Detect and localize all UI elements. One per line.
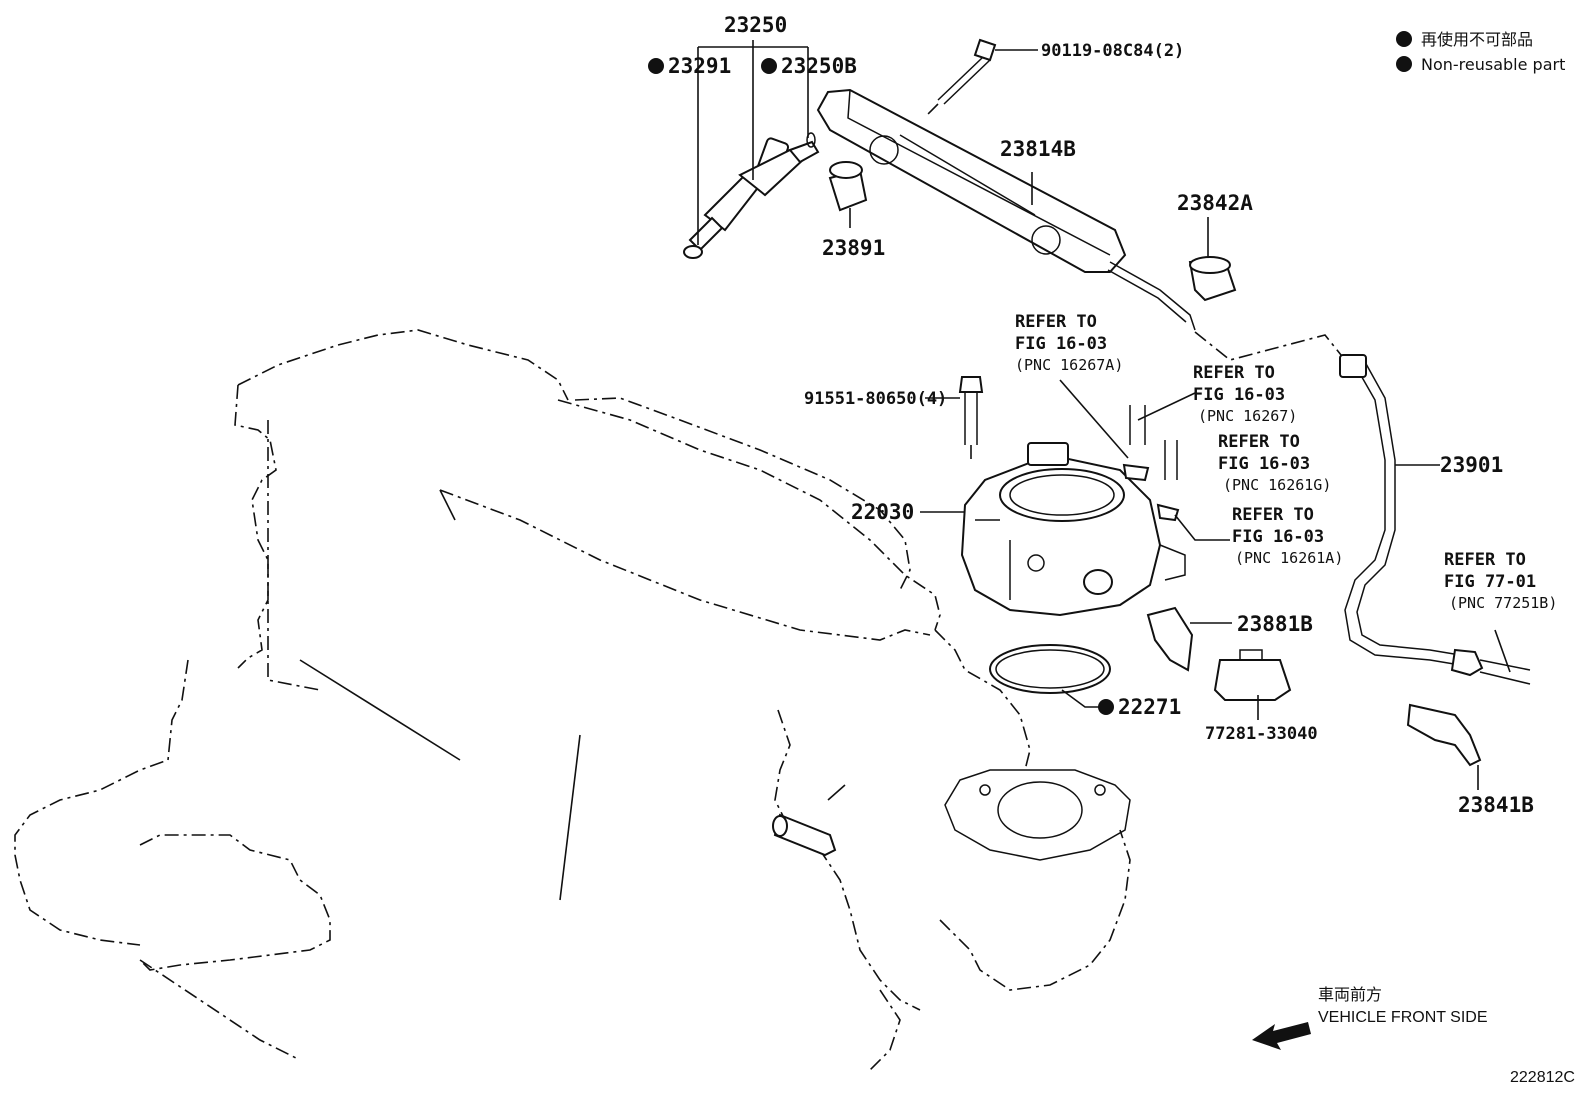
clip-drawing: [1406, 703, 1482, 767]
pipe-stub: [772, 784, 846, 857]
refer-line3: (PNC 77251B): [1449, 594, 1557, 612]
part-23291-label: 23291: [668, 54, 731, 78]
part-77281-label: 77281-33040: [1205, 724, 1318, 744]
non-reusable-bullet-icon: [1098, 699, 1114, 715]
refer-line2: FIG 77-01: [1444, 572, 1536, 592]
refer-line3: (PNC 16267A): [1015, 356, 1123, 374]
part-23891-label: 23891: [822, 236, 885, 260]
non-reusable-bullet-icon: [1396, 56, 1412, 72]
gasket-drawing: [989, 644, 1111, 694]
clamp-drawing: [1213, 649, 1292, 701]
cushion-drawing: [1188, 256, 1237, 302]
refer-line2: FIG 16-03: [1232, 527, 1324, 547]
fuel-delivery-pipe-drawing: [816, 88, 1196, 331]
bolt-drawing: [927, 38, 997, 115]
part-23842a-label: 23842A: [1177, 191, 1253, 215]
manifold-flange: [944, 769, 1131, 861]
refer-line1: REFER TO: [1193, 363, 1275, 383]
part-23901-label: 23901: [1440, 453, 1503, 477]
refer-line1: REFER TO: [1015, 312, 1097, 332]
connection-line: [1194, 331, 1346, 361]
part-23250-label: 23250: [724, 13, 787, 37]
arrow-left-icon: [1252, 1022, 1311, 1050]
refer-line1: REFER TO: [1444, 550, 1526, 570]
refer-line2: FIG 16-03: [1193, 385, 1285, 405]
part-23841b-label: 23841B: [1458, 793, 1534, 817]
refer-line3: (PNC 16261A): [1235, 549, 1343, 567]
non-reusable-bullet-icon: [761, 58, 777, 74]
fuel-hose-drawing: [1339, 354, 1531, 685]
refer-line3: (PNC 16261G): [1223, 476, 1331, 494]
throttle-bolt-drawing: [958, 376, 984, 460]
bracket-drawing: [1146, 606, 1194, 672]
refer-callout-16261a: REFER TO FIG 16-03 (PNC 16261A): [1232, 505, 1343, 567]
vehicle-front-indicator: 車両前方 VEHICLE FRONT SIDE: [1252, 986, 1488, 1050]
refer-line1: REFER TO: [1218, 432, 1300, 452]
throttle-body-drawing: [960, 442, 1186, 617]
vehicle-front-en: VEHICLE FRONT SIDE: [1318, 1009, 1488, 1026]
injector-insulator-drawing: [828, 161, 868, 212]
part-90119-label: 90119-08C84(2): [1041, 41, 1184, 61]
gasket-inner: [995, 649, 1105, 689]
vehicle-front-ja: 車両前方: [1318, 986, 1382, 1004]
non-reusable-bullet-icon: [648, 58, 664, 74]
legend-english: Non-reusable part: [1421, 55, 1565, 74]
part-23250b-label: 23250B: [781, 54, 857, 78]
part-22030-label: 22030: [851, 500, 914, 524]
legend-japanese: 再使用不可部品: [1421, 30, 1533, 49]
refer-line1: REFER TO: [1232, 505, 1314, 525]
leader-lines: [697, 40, 1511, 790]
refer-line3: (PNC 16267): [1198, 407, 1297, 425]
legend: 再使用不可部品 Non-reusable part: [1396, 30, 1565, 74]
figure-id: 222812C: [1510, 1069, 1575, 1086]
engine-outline: [14, 329, 1131, 1071]
refer-callout-16267: REFER TO FIG 16-03 (PNC 16267): [1193, 363, 1297, 425]
part-22271-label: 22271: [1118, 695, 1181, 719]
part-23881b-label: 23881B: [1237, 612, 1313, 636]
part-23814b-label: 23814B: [1000, 137, 1076, 161]
hose-clamp-drawings: [1122, 405, 1180, 522]
fuel-injector-drawing: [683, 132, 820, 259]
refer-callout-16261g: REFER TO FIG 16-03 (PNC 16261G): [1218, 432, 1331, 494]
refer-callout-77251b: REFER TO FIG 77-01 (PNC 77251B): [1444, 550, 1557, 612]
refer-callout-16267a: REFER TO FIG 16-03 (PNC 16267A): [1015, 312, 1123, 374]
part-91551-label: 91551-80650(4): [804, 389, 947, 409]
non-reusable-bullet-icon: [1396, 31, 1412, 47]
refer-line2: FIG 16-03: [1015, 334, 1107, 354]
refer-line2: FIG 16-03: [1218, 454, 1310, 474]
